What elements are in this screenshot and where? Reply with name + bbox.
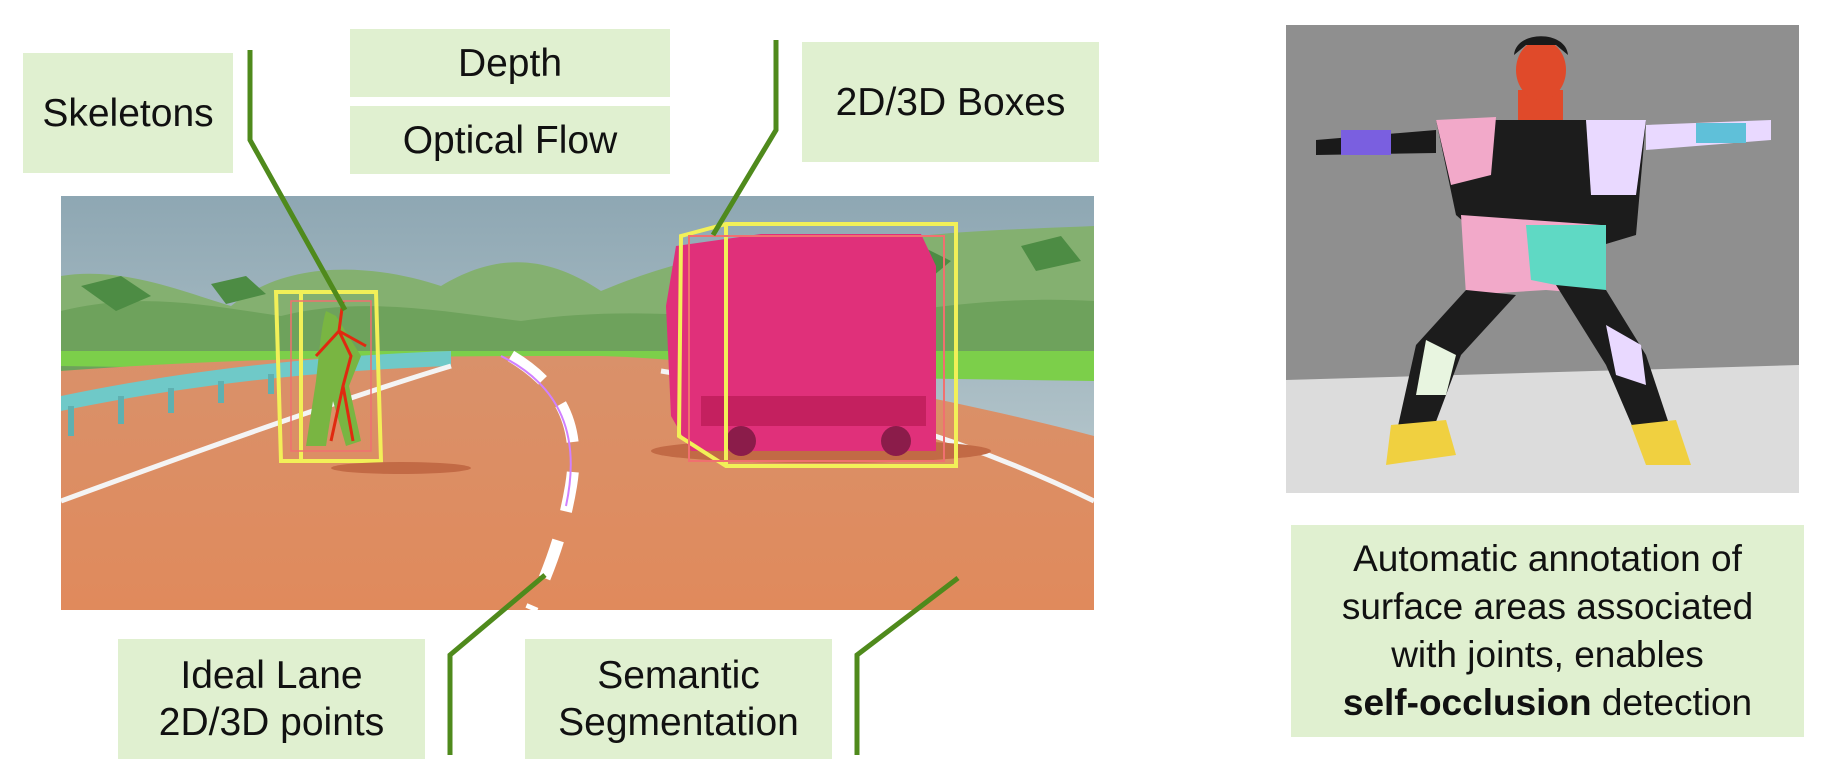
self-occlusion-callout: Automatic annotation of surface areas as… bbox=[1291, 525, 1804, 737]
mannequin-right-leg-patch bbox=[1606, 325, 1646, 385]
mannequin-hips-patch bbox=[1526, 225, 1606, 295]
semantic-segmentation-line1: Semantic bbox=[597, 654, 760, 697]
scene-lane-line bbox=[500, 355, 572, 507]
depth-label: Depth bbox=[350, 29, 670, 97]
callout-rest: detection bbox=[1591, 682, 1753, 723]
callout-line1: Automatic annotation of bbox=[1353, 538, 1742, 579]
callout-line4: self-occlusion detection bbox=[1343, 679, 1752, 727]
optical-flow-label: Optical Flow bbox=[350, 106, 670, 174]
depth-label-text: Depth bbox=[457, 41, 563, 85]
ideal-lane-line1: Ideal Lane bbox=[180, 654, 363, 697]
mannequin-torso-patch-right bbox=[1586, 120, 1646, 195]
ideal-lane-line2: 2D/3D points bbox=[158, 701, 385, 744]
semantic-segmentation-label: Semantic Segmentation bbox=[525, 639, 832, 759]
mannequin-right-arm-patch bbox=[1696, 123, 1746, 143]
skeletons-label-text: Skeletons bbox=[42, 91, 214, 135]
mannequin-left-leg bbox=[1396, 290, 1516, 435]
callout-line2: surface areas associated bbox=[1341, 586, 1754, 627]
scene-van-2d-box bbox=[688, 235, 945, 462]
scene-road-edge-left bbox=[61, 363, 452, 504]
boxes-label-text: 2D/3D Boxes bbox=[835, 80, 1066, 124]
mannequin-left-leg-patch bbox=[1416, 340, 1456, 395]
mannequin-image bbox=[1286, 25, 1799, 493]
callout-bold-term: self-occlusion bbox=[1342, 682, 1592, 723]
mannequin-torso-patch-left bbox=[1436, 117, 1496, 185]
mannequin-hair bbox=[1514, 36, 1568, 55]
scene-lane-marking bbox=[507, 350, 580, 610]
boxes-label: 2D/3D Boxes bbox=[802, 42, 1099, 162]
scene-van-wheel-left bbox=[726, 426, 756, 456]
skeletons-label: Skeletons bbox=[23, 53, 233, 173]
scene-pedestrian-shadow bbox=[331, 462, 471, 474]
scene-van-wheel-right bbox=[881, 426, 911, 456]
mannequin-left-arm-patch bbox=[1341, 130, 1391, 155]
mannequin-floor bbox=[1286, 365, 1799, 493]
ideal-lane-label: Ideal Lane 2D/3D points bbox=[118, 639, 425, 759]
mannequin-left-foot bbox=[1386, 420, 1456, 465]
scene-skeleton bbox=[314, 300, 367, 442]
callout-line3: with joints, enables bbox=[1391, 634, 1704, 675]
mannequin-right-foot bbox=[1631, 420, 1691, 465]
optical-flow-label-text: Optical Flow bbox=[402, 118, 618, 162]
scene-guardrail-posts bbox=[68, 368, 324, 436]
driving-scene-image bbox=[61, 196, 1094, 610]
mannequin-head bbox=[1516, 40, 1566, 100]
semantic-segmentation-line2: Segmentation bbox=[558, 701, 799, 744]
scene-van-bumper bbox=[701, 396, 926, 426]
